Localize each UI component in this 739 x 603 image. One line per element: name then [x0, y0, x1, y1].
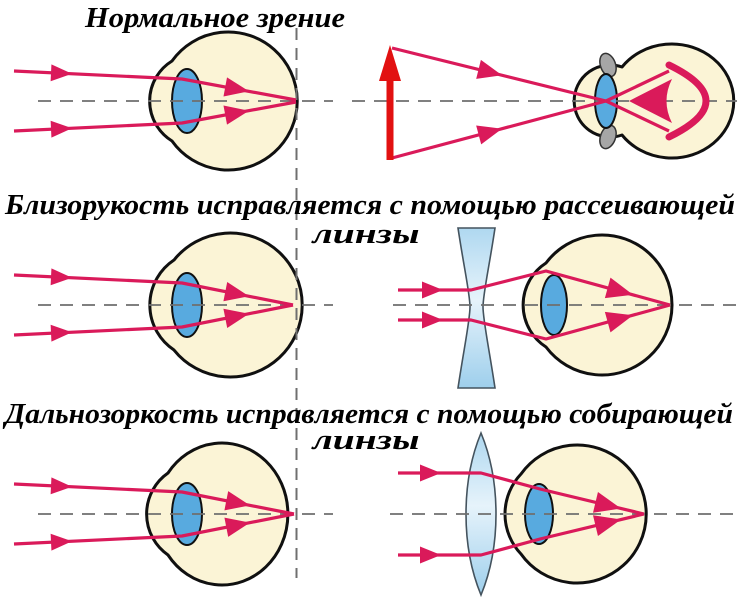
normal-eye-light-rays	[13, 64, 297, 138]
ray-arrowhead	[50, 268, 73, 287]
myopic-eye-light-rays	[13, 268, 294, 342]
retinal-image-arc	[665, 61, 710, 141]
image-formation-rays	[379, 45, 710, 160]
ray-arrowhead	[50, 119, 73, 138]
corrected-myopia-light-rays	[398, 269, 671, 341]
corrected-myopia-diagram	[457, 227, 674, 389]
object-arrow	[379, 45, 401, 160]
ray-arrowhead	[50, 64, 73, 83]
ciliary-muscle-top	[599, 52, 617, 78]
ray-arrowhead	[50, 477, 73, 496]
ray-arrowhead	[420, 546, 441, 564]
section-hyperopia-title-line1: Дальнозоркость исправляется с помощью со…	[2, 399, 733, 430]
section-hyperopia-title-line2: линзы	[311, 425, 419, 456]
section-myopia-title-line1: Близорукость исправляется с помощью расс…	[4, 190, 735, 221]
ray-arrowhead	[50, 532, 73, 551]
ray-arrowhead	[476, 59, 505, 85]
ray-arrowhead	[422, 311, 443, 329]
hyperopic-eye-light-rays	[13, 477, 295, 551]
ray-arrowhead	[420, 464, 441, 482]
ray-arrowhead	[476, 119, 505, 145]
ray-arrowhead	[422, 281, 443, 299]
section-myopia-title-line2: линзы	[311, 219, 419, 250]
light-ray-from-object-bottom	[391, 69, 670, 160]
ciliary-muscle-bottom	[599, 124, 617, 150]
retinal-image-arrowhead	[629, 79, 672, 123]
diverging-lens	[457, 227, 496, 389]
corrected-hyperopia-light-rays	[398, 464, 645, 564]
ray-arrowhead	[50, 323, 73, 342]
section-normal-title: Нормальное зрение	[84, 3, 345, 34]
